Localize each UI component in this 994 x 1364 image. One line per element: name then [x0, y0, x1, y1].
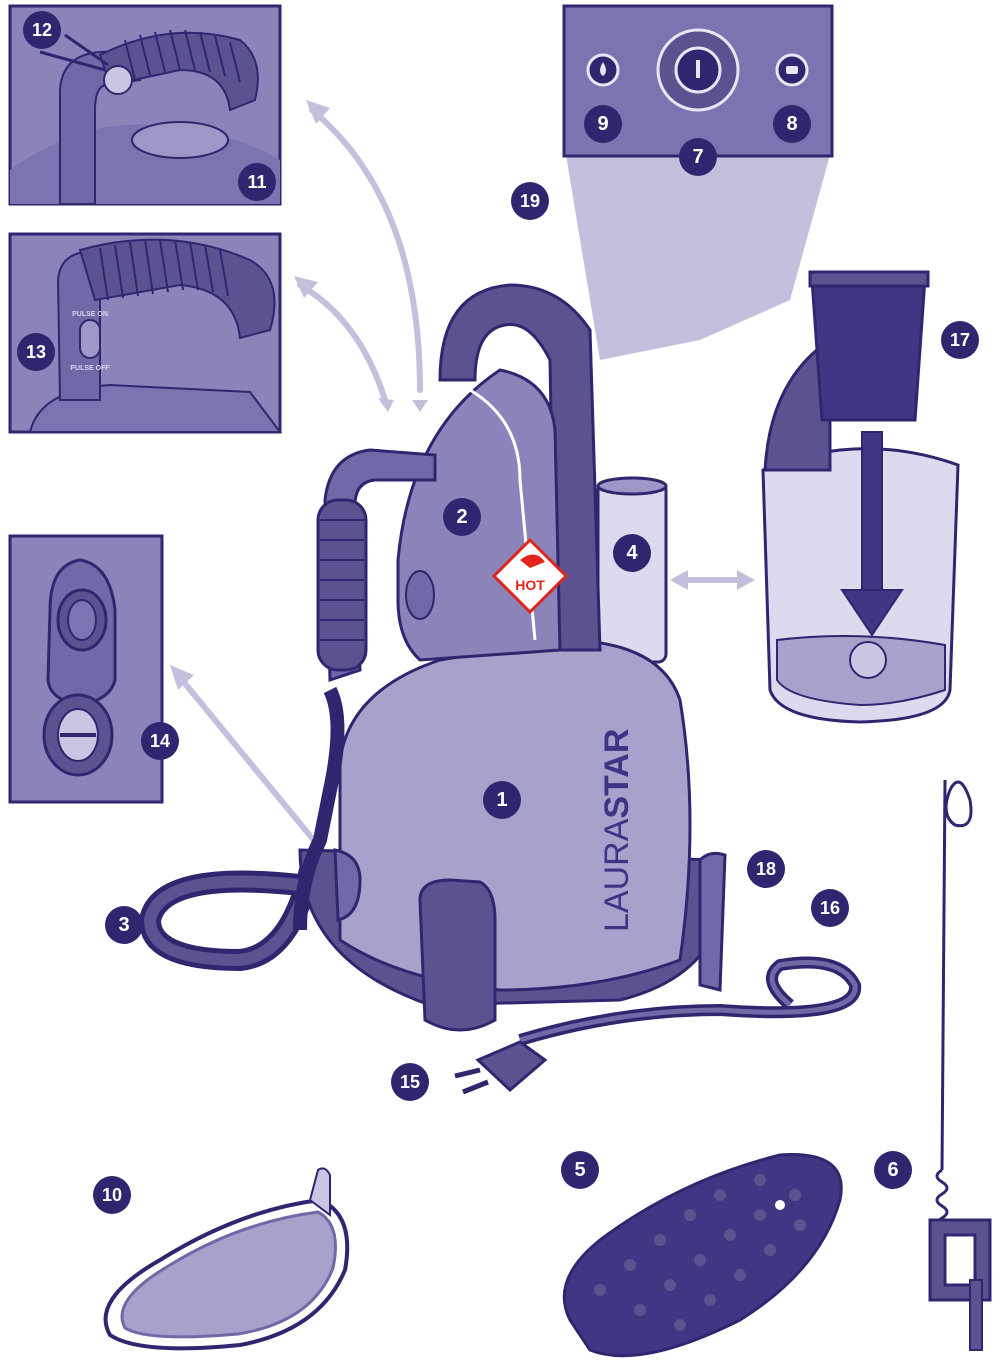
svg-text:16: 16 — [820, 898, 840, 918]
water-jug — [763, 272, 958, 722]
callout-11: 11 — [238, 163, 276, 201]
callout-4: 4 — [613, 534, 651, 572]
svg-text:12: 12 — [32, 20, 52, 40]
pulse-on-label: PULSE ON — [72, 311, 108, 318]
ironing-mat — [564, 1155, 841, 1356]
callout-2: 2 — [443, 498, 481, 536]
power-plug — [455, 1042, 545, 1092]
svg-text:8: 8 — [786, 113, 797, 135]
svg-text:18: 18 — [756, 859, 776, 879]
hose-support-hook — [930, 780, 990, 1350]
svg-text:1: 1 — [496, 789, 507, 811]
callout-14: 14 — [141, 722, 179, 760]
callout-18: 18 — [747, 850, 785, 888]
callout-15: 15 — [391, 1063, 429, 1101]
svg-text:10: 10 — [102, 1185, 122, 1205]
callout-17: 17 — [941, 321, 979, 359]
hot-label: HOT — [515, 577, 545, 593]
callout-5: 5 — [561, 1151, 599, 1189]
svg-text:19: 19 — [520, 191, 540, 211]
callout-8: 8 — [773, 105, 811, 143]
callout-19: 19 — [511, 182, 549, 220]
callout-1: 1 — [483, 781, 521, 819]
svg-text:2: 2 — [456, 506, 467, 528]
callout-13: 13 — [17, 333, 55, 371]
detail-panel-handle-pulse: PULSE ON PULSE OFF — [10, 234, 280, 432]
callout-12: 12 — [23, 11, 61, 49]
control-panel-detail — [564, 6, 832, 360]
callout-16: 16 — [811, 889, 849, 927]
svg-text:7: 7 — [692, 146, 703, 168]
callout-6: 6 — [874, 1151, 912, 1189]
callout-3: 3 — [105, 906, 143, 944]
pulse-off-label: PULSE OFF — [70, 365, 110, 372]
svg-text:17: 17 — [950, 330, 970, 350]
callout-9: 9 — [584, 105, 622, 143]
detail-panel-cap — [10, 536, 162, 802]
callout-10: 10 — [93, 1176, 131, 1214]
svg-text:3: 3 — [118, 914, 129, 936]
svg-text:6: 6 — [887, 1159, 898, 1181]
soleplate-cover — [106, 1168, 348, 1348]
svg-text:4: 4 — [626, 542, 638, 564]
svg-text:9: 9 — [597, 113, 608, 135]
svg-text:5: 5 — [574, 1159, 585, 1181]
svg-text:13: 13 — [26, 342, 46, 362]
brand-logo: LAURASTAR — [598, 729, 636, 932]
callout-7: 7 — [679, 138, 717, 176]
svg-text:15: 15 — [400, 1072, 420, 1092]
svg-text:11: 11 — [247, 172, 266, 192]
svg-text:14: 14 — [150, 731, 170, 751]
